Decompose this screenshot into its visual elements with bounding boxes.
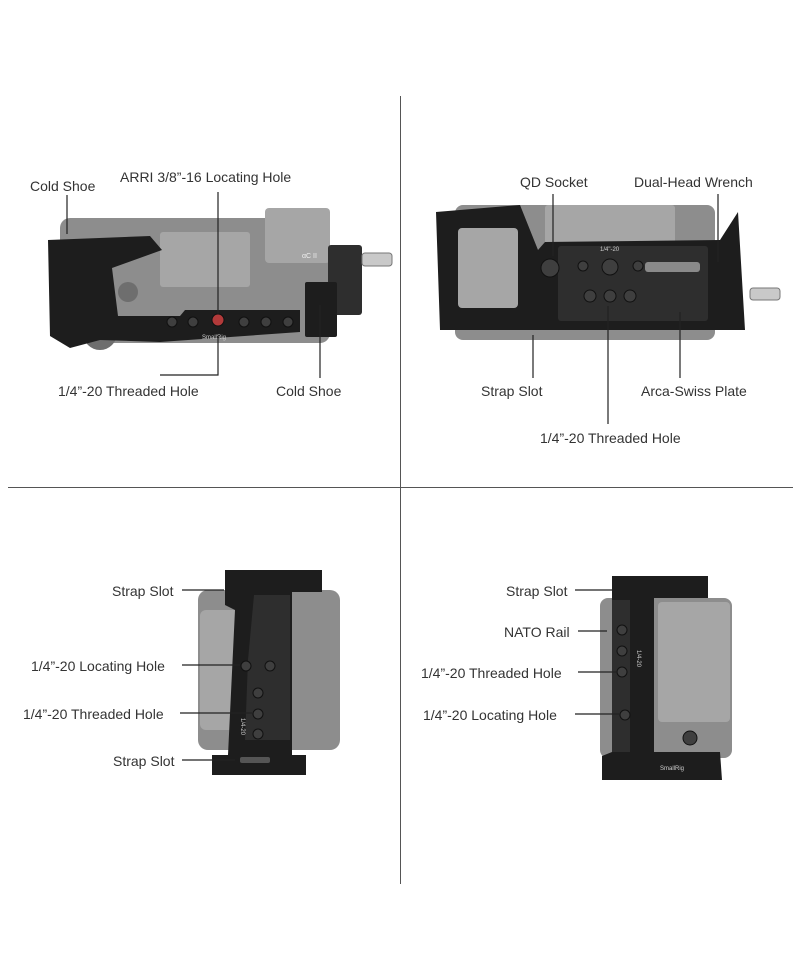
- label-qd-socket: QD Socket: [520, 174, 588, 190]
- label-dual-head-wrench: Dual-Head Wrench: [634, 174, 753, 190]
- right-side-illustration: SmallRig 1/4-20: [575, 576, 732, 780]
- label-strap-slot-bl-bottom: Strap Slot: [113, 753, 175, 769]
- vertical-divider: [400, 96, 401, 884]
- threaded-engraving: 1/4"-20: [600, 247, 620, 253]
- label-nato-rail: NATO Rail: [504, 624, 570, 640]
- label-strap-slot-bl-top: Strap Slot: [112, 583, 174, 599]
- left-side-illustration: 1/4-20: [180, 570, 340, 775]
- label-arri-locating-hole: ARRI 3/8”-16 Locating Hole: [120, 169, 292, 185]
- top-view-illustration: SmallRig αC II: [48, 192, 393, 378]
- side-engraving: 1/4-20: [239, 718, 245, 736]
- smallrig-engraving: SmallRig: [202, 335, 226, 341]
- label-strap-slot-top-right: Strap Slot: [481, 383, 543, 399]
- label-locating-hole-bl: 1/4”-20 Locating Hole: [31, 658, 165, 674]
- label-cold-shoe-top: Cold Shoe: [30, 178, 96, 194]
- camera-badge: αC II: [302, 253, 317, 260]
- label-threaded-hole-br: 1/4”-20 Threaded Hole: [421, 665, 562, 681]
- horizontal-divider: [8, 487, 793, 488]
- side-engraving-right: 1/4-20: [635, 650, 641, 668]
- label-locating-hole-br: 1/4”-20 Locating Hole: [423, 707, 557, 723]
- label-cold-shoe-right: Cold Shoe: [276, 383, 342, 399]
- label-threaded-hole-top-left: 1/4”-20 Threaded Hole: [58, 383, 199, 399]
- label-threaded-hole-top-right: 1/4”-20 Threaded Hole: [540, 430, 681, 446]
- label-strap-slot-br: Strap Slot: [506, 583, 568, 599]
- label-arca-swiss-plate: Arca-Swiss Plate: [641, 383, 747, 399]
- smallrig-side-engraving: SmallRig: [660, 766, 684, 772]
- bottom-view-illustration: 1/4"-20: [436, 194, 781, 424]
- label-threaded-hole-bl: 1/4”-20 Threaded Hole: [23, 706, 164, 722]
